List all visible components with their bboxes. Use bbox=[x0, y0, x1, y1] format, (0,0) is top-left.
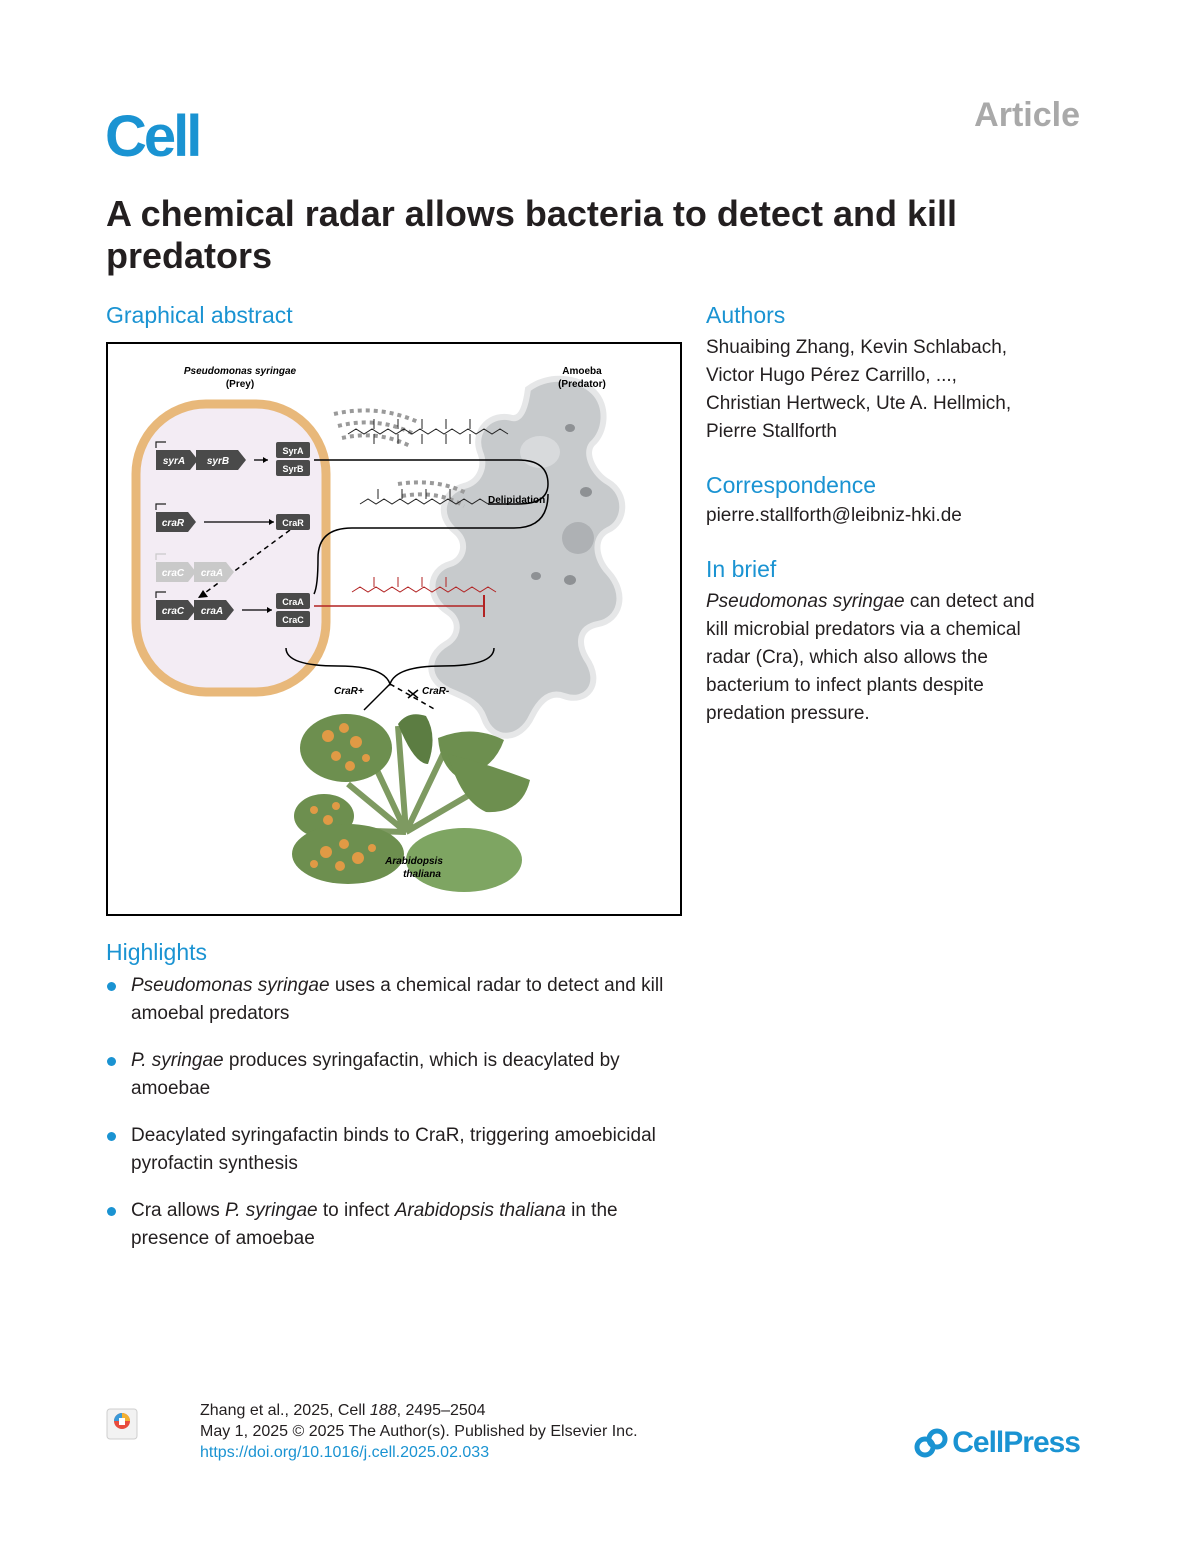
highlight-item: Deacylated syringafactin binds to CraR, … bbox=[106, 1122, 696, 1178]
in-brief-line: kill microbial predators via a chemical bbox=[706, 619, 1021, 640]
article-title: A chemical radar allows bacteria to dete… bbox=[106, 193, 957, 276]
plant-name-line2: thaliana bbox=[403, 869, 441, 880]
prey-role-label: (Prey) bbox=[226, 379, 254, 390]
syringafactin-molecule bbox=[347, 419, 509, 444]
predator-role-label: (Predator) bbox=[558, 379, 606, 390]
deacylated-syringafactin-molecule bbox=[359, 489, 489, 505]
bullet-icon bbox=[107, 1207, 116, 1216]
highlight-text: to infect bbox=[317, 1200, 395, 1221]
bullet-icon bbox=[107, 1057, 116, 1066]
in-brief-line: radar (Cra), which also allows the bbox=[706, 647, 988, 668]
in-brief-text: Pseudomonas syringae can detect and kill… bbox=[706, 588, 1086, 728]
cra-operon-inactive bbox=[155, 553, 234, 582]
highlight-text: Cra allows bbox=[131, 1200, 225, 1221]
cellpress-icon bbox=[914, 1428, 948, 1458]
gene-craC-faded-label: craC bbox=[162, 568, 185, 579]
in-brief-heading: In brief bbox=[706, 556, 777, 582]
highlight-italic: Pseudomonas syringae bbox=[131, 975, 330, 996]
author-line: Shuaibing Zhang, Kevin Schlabach, bbox=[706, 337, 1008, 358]
protein-CraA-label: CraA bbox=[282, 597, 304, 607]
in-brief-italic-lead: Pseudomonas syringae bbox=[706, 591, 905, 612]
amoeba-food-vacuole bbox=[580, 487, 592, 497]
highlight-italic: Arabidopsis thaliana bbox=[394, 1200, 566, 1221]
in-brief-line-text: can detect and bbox=[904, 591, 1035, 612]
syringafactin-export-line bbox=[314, 459, 549, 505]
author-line: Victor Hugo Pérez Carrillo, ..., bbox=[706, 365, 957, 386]
highlight-text: Deacylated syringafactin binds to CraR, … bbox=[131, 1125, 656, 1174]
correspondence-email[interactable]: pierre.stallforth@leibniz-hki.de bbox=[706, 505, 962, 526]
graphical-abstract-figure: Pseudomonas syringae (Prey) Amoeba (Pred… bbox=[106, 342, 682, 916]
highlight-item: Cra allows P. syringae to infect Arabido… bbox=[106, 1197, 696, 1253]
article-type-label: Article bbox=[974, 96, 1080, 134]
publisher-name: CellPress bbox=[952, 1426, 1081, 1459]
gene-syrB-label: syrB bbox=[207, 456, 229, 467]
highlight-item: P. syringae produces syringafactin, whic… bbox=[106, 1047, 696, 1103]
gene-craC-label: craC bbox=[162, 606, 185, 617]
citation-block: Zhang et al., 2025, Cell 188, 2495–2504 … bbox=[200, 1400, 638, 1463]
amoeba-body bbox=[428, 375, 626, 739]
highlight-italic: P. syringae bbox=[131, 1050, 224, 1071]
date-line: May 1, 2025 © 2025 The Author(s). Publis… bbox=[200, 1423, 638, 1440]
citation-pages: , 2495–2504 bbox=[396, 1402, 486, 1419]
authors-list: Shuaibing Zhang, Kevin Schlabach, Victor… bbox=[706, 334, 1086, 446]
craR-activation-line bbox=[313, 493, 549, 595]
protein-CraC-label: CraC bbox=[282, 615, 304, 625]
publisher-logo: CellPress bbox=[914, 1426, 1081, 1459]
protein-SyrB-label: SyrB bbox=[282, 464, 304, 474]
pyrofactin-molecule bbox=[351, 577, 497, 593]
highlight-text: uses a chemical radar to detect and kill… bbox=[131, 975, 664, 1024]
cra-operon-active bbox=[155, 591, 310, 627]
correspondence-heading: Correspondence bbox=[706, 472, 877, 498]
predator-name-label: Amoeba bbox=[562, 366, 602, 377]
craR-gene bbox=[155, 503, 310, 532]
craR-plus-arrow bbox=[363, 683, 391, 711]
graphical-abstract-svg: Pseudomonas syringae (Prey) Amoeba (Pred… bbox=[131, 366, 626, 892]
radar-waves bbox=[333, 408, 469, 508]
author-line: Christian Hertweck, Ute A. Hellmich, bbox=[706, 393, 1012, 414]
citation-line: Zhang et al., 2025, Cell 188, 2495–2504 bbox=[200, 1400, 638, 1421]
craR-minus-label: CraR- bbox=[422, 686, 450, 697]
highlight-text: produces syringafactin, which is deacyla… bbox=[131, 1050, 620, 1099]
in-brief-line: Pseudomonas syringae can detect and bbox=[706, 588, 1086, 616]
highlight-item: Pseudomonas syringae uses a chemical rad… bbox=[106, 972, 696, 1028]
protein-CraR-label: CraR bbox=[282, 518, 304, 528]
craR-plus-label: CraR+ bbox=[334, 686, 364, 697]
gene-craA-faded-label: craA bbox=[201, 568, 223, 579]
journal-logo: Cell bbox=[105, 104, 202, 169]
gene-craR-label: craR bbox=[162, 518, 185, 529]
craR-dashed-arrow bbox=[197, 529, 291, 599]
gene-syrA-label: syrA bbox=[163, 456, 185, 467]
amoeba-vacuole bbox=[520, 436, 560, 468]
craR-dashed-arrowhead bbox=[198, 590, 208, 598]
highlights-heading: Highlights bbox=[106, 939, 207, 965]
amoeba-nucleus bbox=[562, 522, 594, 554]
citation-volume: 188 bbox=[369, 1402, 397, 1419]
in-brief-line: predation pressure. bbox=[706, 703, 870, 724]
highlight-text: in the presence of amoebae bbox=[131, 1200, 618, 1249]
highlight-italic: P. syringae bbox=[224, 1200, 318, 1221]
amoeba-food-vacuole bbox=[564, 575, 576, 585]
in-brief-line: bacterium to infect plants despite bbox=[706, 675, 984, 696]
amoeba-food-vacuole bbox=[565, 424, 575, 432]
bullet-icon bbox=[107, 982, 116, 991]
crossmark-icon[interactable] bbox=[106, 1408, 138, 1440]
bullet-icon bbox=[107, 1132, 116, 1141]
plant-name-line1: Arabidopsis bbox=[384, 856, 443, 867]
author-line: Pierre Stallforth bbox=[706, 421, 837, 442]
doi-link[interactable]: https://doi.org/10.1016/j.cell.2025.02.0… bbox=[200, 1444, 490, 1461]
amoeba-food-vacuole bbox=[531, 572, 541, 580]
highlights-list: Pseudomonas syringae uses a chemical rad… bbox=[106, 972, 696, 1272]
prey-name-label: Pseudomonas syringae bbox=[184, 366, 297, 377]
syr-operon bbox=[155, 441, 268, 470]
craR-minus-block bbox=[407, 689, 419, 699]
syr-proteins bbox=[276, 442, 310, 476]
protein-SyrA-label: SyrA bbox=[282, 446, 304, 456]
arabidopsis-plant bbox=[292, 714, 530, 892]
delipidation-label: Delipidation bbox=[488, 495, 545, 506]
graphical-abstract-heading: Graphical abstract bbox=[106, 302, 293, 328]
authors-heading: Authors bbox=[706, 302, 786, 328]
citation-prefix: Zhang et al., 2025, Cell bbox=[200, 1402, 370, 1419]
crossmark-svg bbox=[106, 1408, 138, 1440]
gene-craA-label: craA bbox=[201, 606, 223, 617]
